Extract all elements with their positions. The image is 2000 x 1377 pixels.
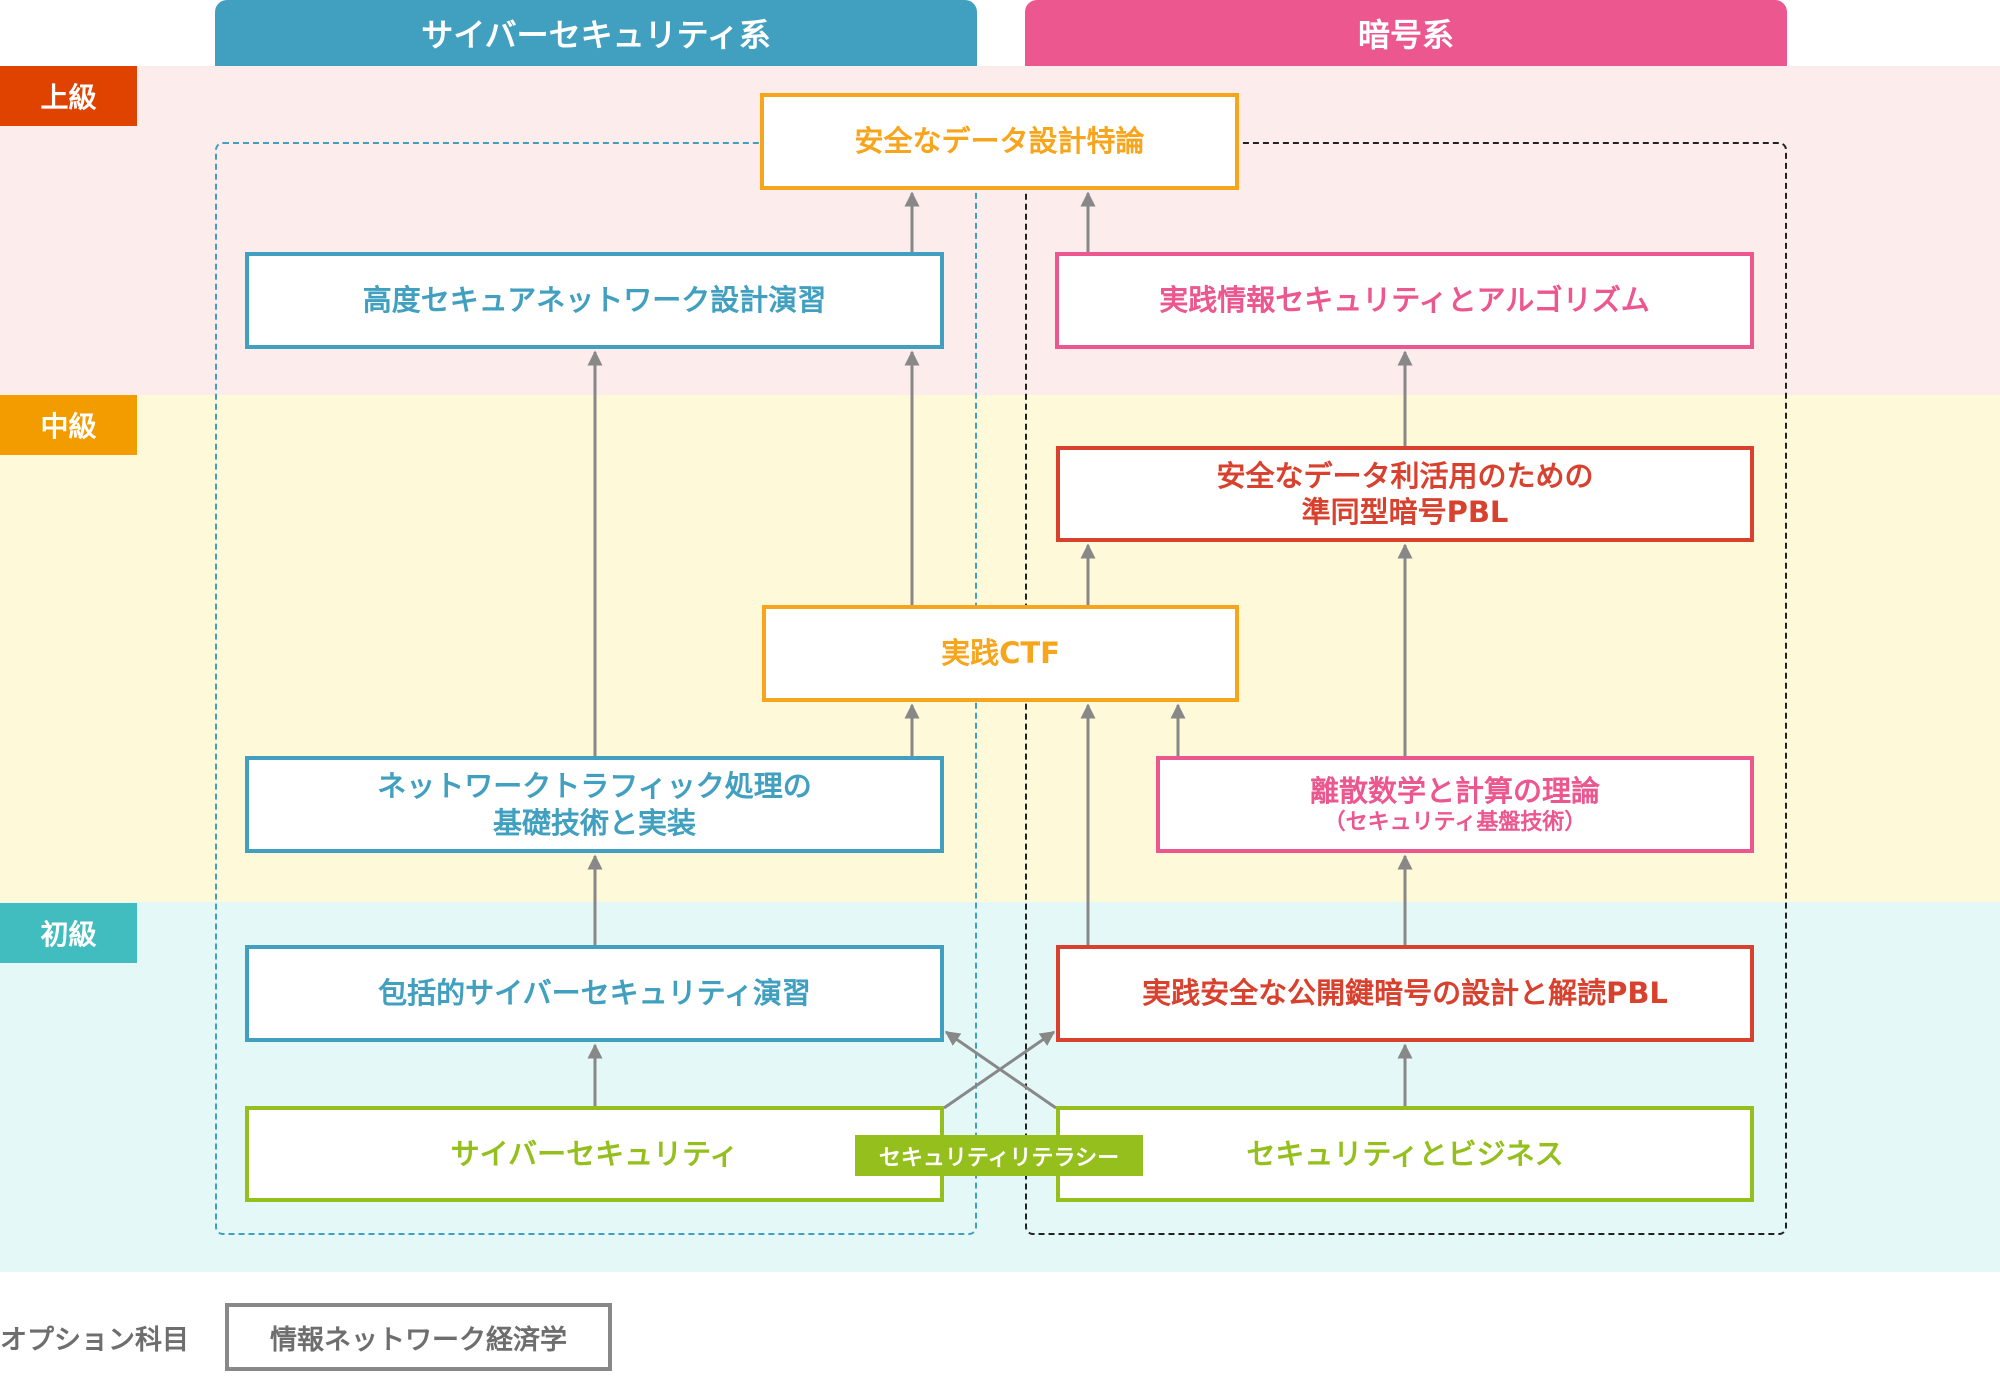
course-title: 実践安全な公開鍵暗号の設計と解読PBL <box>1142 976 1668 1011</box>
course-adv-secure-network: 高度セキュアネットワーク設計演習 <box>245 252 944 349</box>
course-title: 実践情報セキュリティとアルゴリズム <box>1159 283 1650 318</box>
level-beginner-text: 初級 <box>40 918 97 951</box>
track-header-cyber-label: サイバーセキュリティ系 <box>421 16 771 54</box>
options-label-text: オプション科目 <box>0 1324 189 1356</box>
level-label-beginner: 初級 <box>0 903 137 963</box>
level-label-intermediate: 中級 <box>0 395 137 455</box>
track-header-crypto: 暗号系 <box>1025 0 1787 66</box>
options-label: オプション科目 <box>0 1303 189 1371</box>
course-practical-ctf: 実践CTF <box>762 605 1239 702</box>
course-network-traffic: ネットワークトラフィック処理の 基礎技術と実装 <box>245 756 944 853</box>
course-title: セキュリティとビジネス <box>1246 1136 1564 1171</box>
course-security-business: セキュリティとビジネス <box>1056 1106 1754 1202</box>
level-advanced-text: 上級 <box>40 81 97 114</box>
course-subtitle: （セキュリティ基盤技術） <box>1323 809 1587 835</box>
course-title: 安全なデータ設計特論 <box>854 124 1145 159</box>
course-title-line1: 安全なデータ利活用のための <box>1216 458 1594 493</box>
course-title: 高度セキュアネットワーク設計演習 <box>362 283 827 318</box>
course-title-line2: 基礎技術と実装 <box>492 805 696 840</box>
course-title-line1: 離散数学と計算の理論 <box>1309 773 1600 808</box>
course-discrete-math: 離散数学と計算の理論 （セキュリティ基盤技術） <box>1156 756 1754 853</box>
course-comprehensive-cyber: 包括的サイバーセキュリティ演習 <box>245 945 944 1042</box>
course-title: サイバーセキュリティ <box>450 1136 739 1171</box>
security-literacy-label: セキュリティリテラシー <box>878 1145 1120 1171</box>
track-header-cyber: サイバーセキュリティ系 <box>215 0 977 66</box>
course-title-line2: 準同型暗号PBL <box>1301 495 1509 529</box>
level-intermediate-text: 中級 <box>40 410 97 443</box>
track-header-crypto-label: 暗号系 <box>1357 16 1454 54</box>
security-literacy-badge: セキュリティリテラシー <box>855 1135 1143 1176</box>
course-title: 実践CTF <box>941 636 1060 671</box>
course-practical-info-sec-algo: 実践情報セキュリティとアルゴリズム <box>1055 252 1754 349</box>
course-homomorphic-pbl: 安全なデータ利活用のための 準同型暗号PBL <box>1056 446 1754 542</box>
option-course-info-network-economics: 情報ネットワーク経済学 <box>225 1303 612 1371</box>
course-public-key-pbl: 実践安全な公開鍵暗号の設計と解読PBL <box>1056 945 1754 1042</box>
arrow-business-to-comprehensive <box>944 1030 1057 1110</box>
course-title-line1: ネットワークトラフィック処理の <box>377 769 812 804</box>
level-label-advanced: 上級 <box>0 66 137 126</box>
option-course-title: 情報ネットワーク経済学 <box>270 1324 567 1356</box>
course-cyber-security: サイバーセキュリティ <box>245 1106 944 1202</box>
course-secure-data-design: 安全なデータ設計特論 <box>760 93 1239 190</box>
course-title: 包括的サイバーセキュリティ演習 <box>378 976 811 1011</box>
